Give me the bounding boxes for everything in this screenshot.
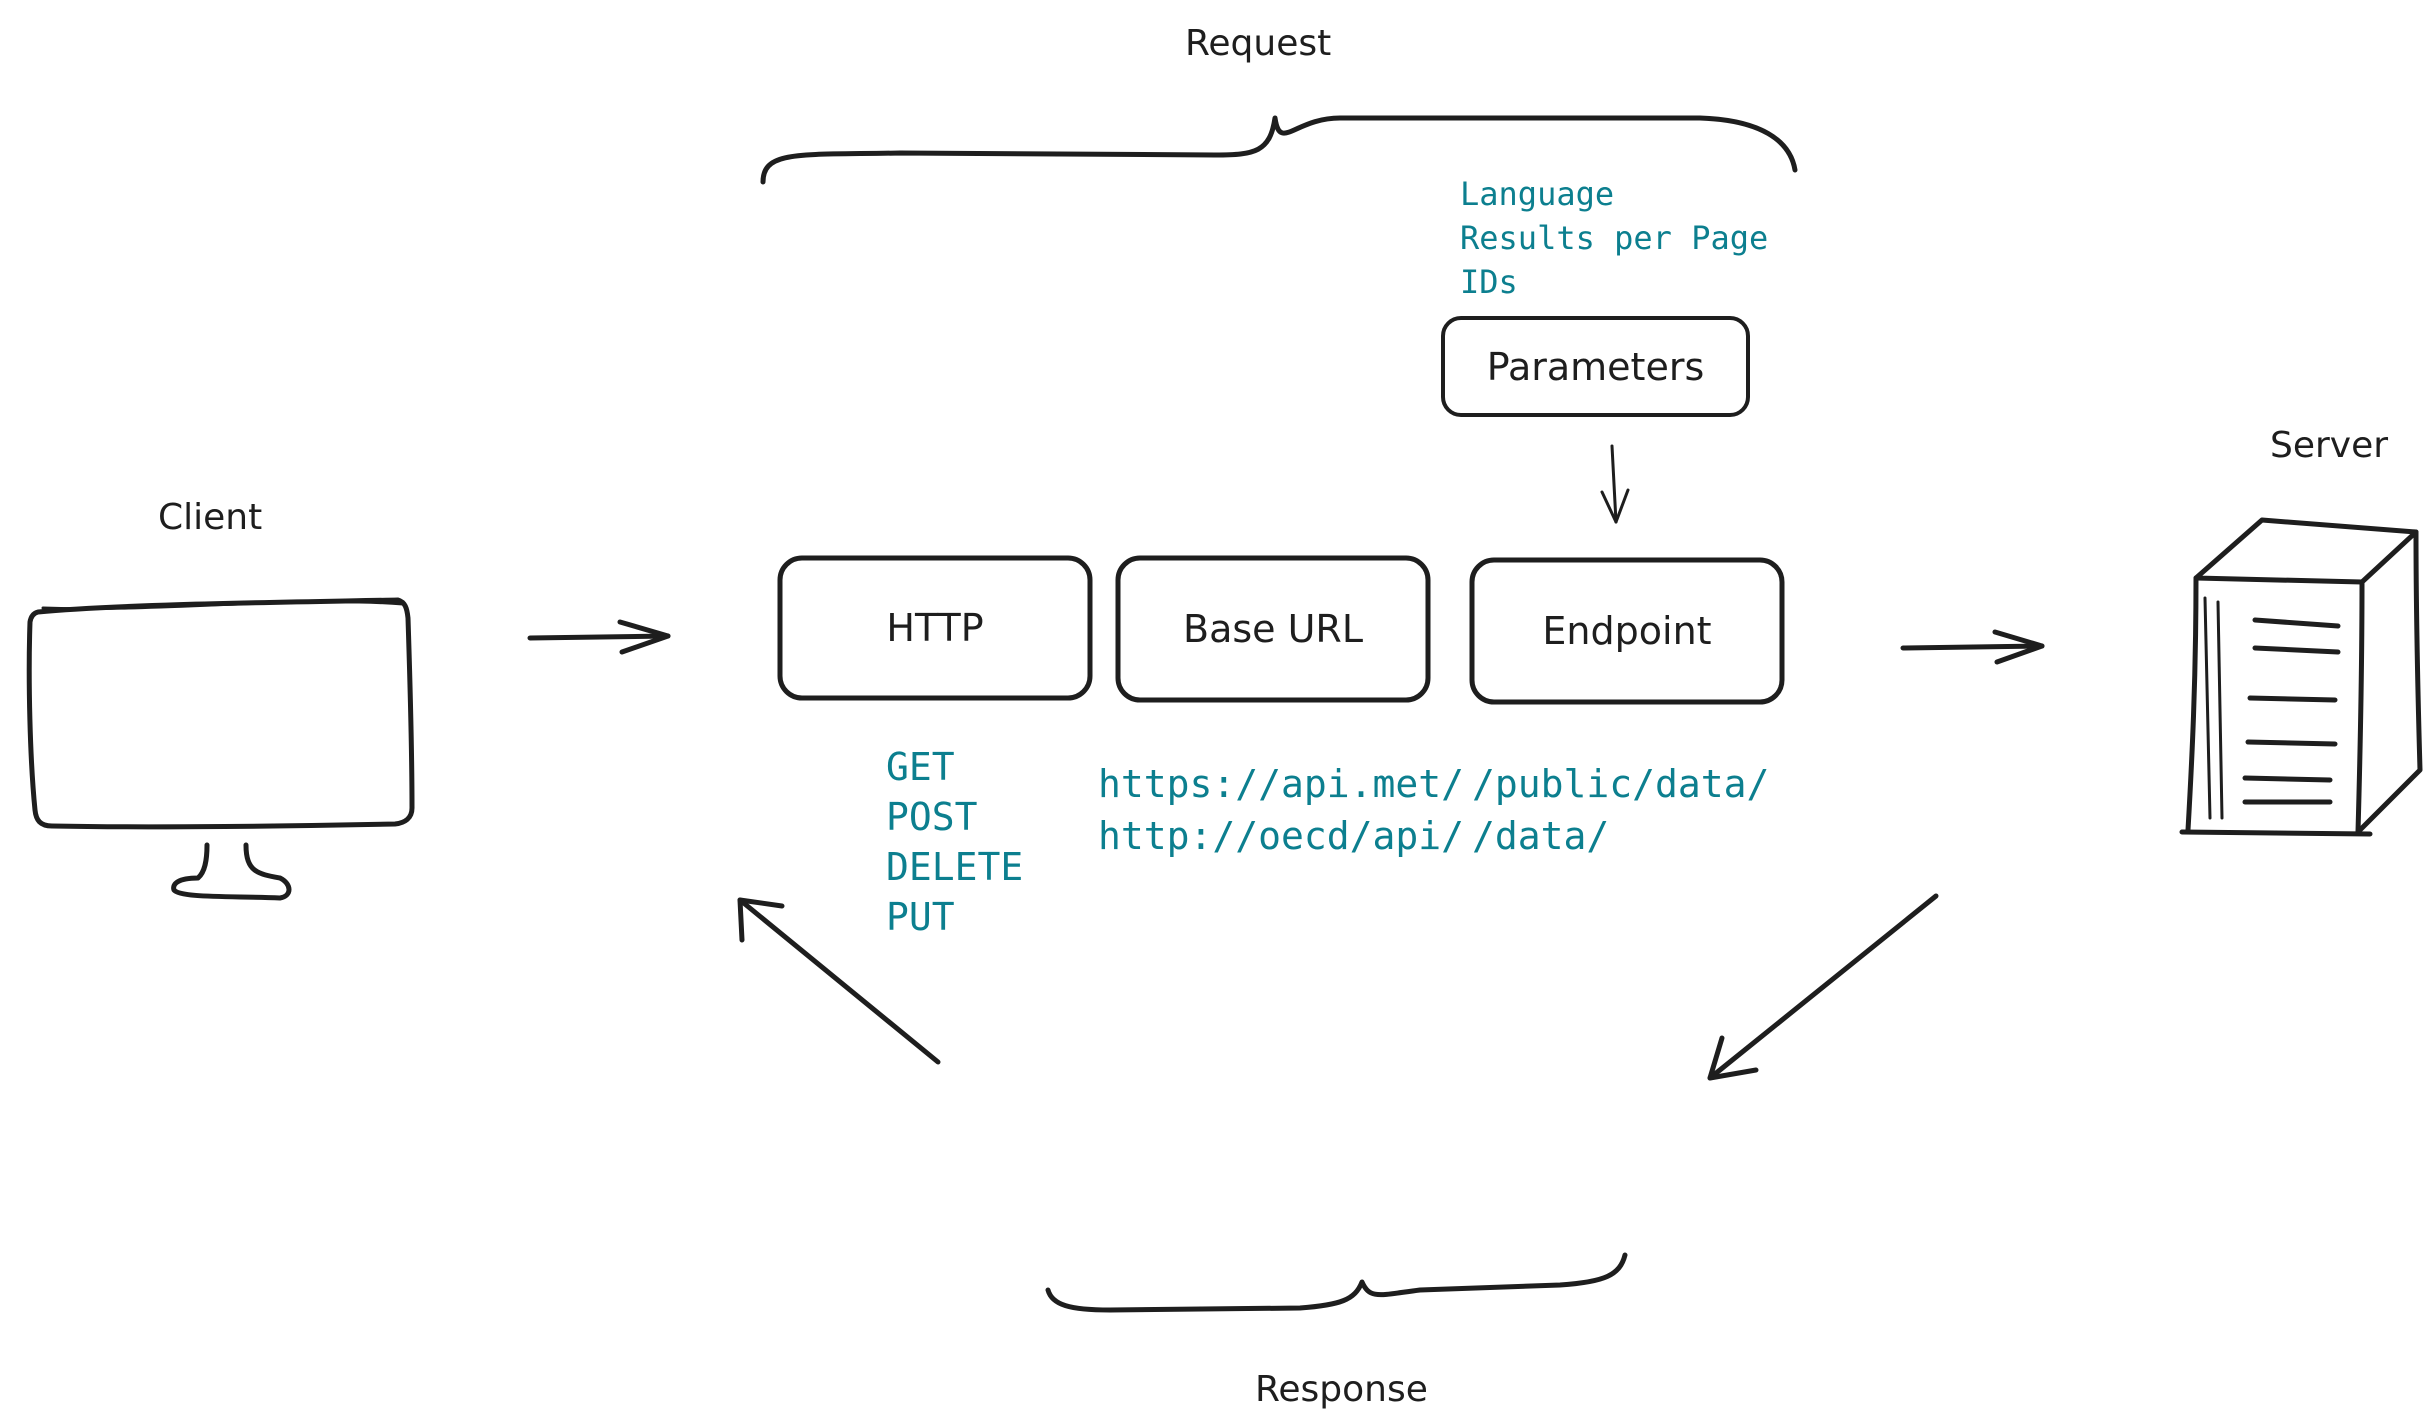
response-brace [1045,1252,1628,1313]
http-method-item: GET [886,745,955,789]
endpoint-item: /public/data/ [1472,762,1770,806]
http-method-item: POST [886,795,978,839]
endpoint-box-label: Endpoint [1542,609,1712,653]
client-label: Client [158,497,263,538]
server-icon [2179,517,2423,837]
arrow-server-to-response [1707,893,1939,1081]
parameter-item: IDs [1460,263,1518,301]
http-methods-list: GET POST DELETE PUT [886,742,1023,942]
base-url-item: https://api.met/ [1098,762,1465,806]
arrow-parameters-to-endpoint [1600,444,1630,524]
arrow-request-to-server [1900,629,2045,665]
base-url-item: http://oecd/api/ [1098,814,1465,858]
parameters-box-outline [1441,316,1750,417]
request-brace [760,115,1798,185]
http-method-item: PUT [886,895,955,939]
computer-monitor-icon [26,597,415,901]
endpoint-box-outline [1469,557,1785,705]
base-urls-list: https://api.met/ http://oecd/api/ [1098,758,1464,862]
base-url-box-label: Base URL [1183,607,1363,651]
response-label: Response [1255,1369,1428,1410]
endpoints-list: /public/data/ /data/ [1472,758,1769,862]
arrow-client-to-request [527,619,671,655]
http-method-item: DELETE [886,845,1024,889]
http-box-outline [777,555,1093,701]
parameters-box-label: Parameters [1486,344,1705,389]
parameters-list: Language Results per Page IDs [1460,172,1768,304]
parameter-item: Results per Page [1460,219,1769,257]
parameter-item: Language [1460,175,1615,213]
http-box-label: HTTP [886,606,984,650]
server-label: Server [2270,425,2389,466]
arrow-response-to-client [737,897,941,1065]
base-url-box-outline [1115,555,1431,703]
request-label: Request [1185,23,1332,64]
endpoint-item: /data/ [1472,814,1610,858]
